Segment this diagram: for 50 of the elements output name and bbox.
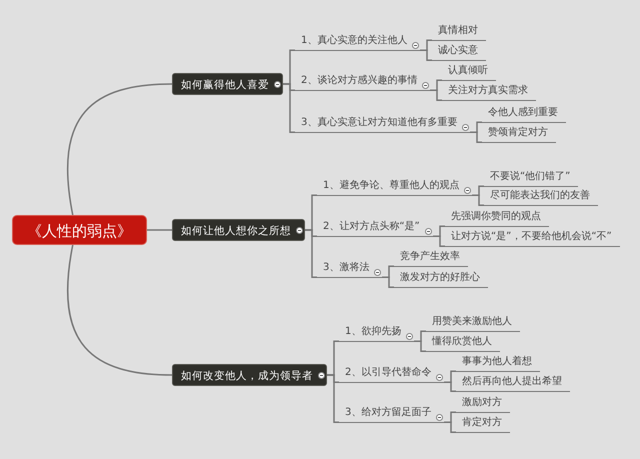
branch-underline xyxy=(295,34,420,51)
leaf-label: 先强调你赞同的观点 xyxy=(445,210,549,227)
leaf-label: 懂得欣赏他人 xyxy=(426,335,500,352)
branch-text: 3、激将法 xyxy=(323,262,370,273)
connector-line xyxy=(66,244,172,376)
branch-underline xyxy=(339,325,414,342)
branch-underline xyxy=(339,366,444,383)
branch-text: 1、欲抑先扬 xyxy=(345,326,402,337)
branch-text: 1、真心实意的关注他人 xyxy=(301,35,408,46)
topic-text: 如何改变他人，成为领导者 xyxy=(181,370,313,382)
leaf-label: 令他人感到重要 xyxy=(482,106,566,123)
leaf-label: 尽可能表达我们的友善 xyxy=(484,189,598,206)
topic-text: 如何让他人想你之所想 xyxy=(181,225,291,237)
leaf-label: 激励对方 xyxy=(456,396,510,413)
leaf-label: 真情相对 xyxy=(432,24,486,41)
topic-box xyxy=(172,364,327,386)
connector-line xyxy=(327,374,339,423)
branch-text: 2、谈论对方感兴趣的事情 xyxy=(301,75,418,86)
branch-text: 3、真心实意让对方知道他有多重要 xyxy=(301,117,458,128)
branch-underline xyxy=(295,74,430,91)
connector-line xyxy=(147,229,172,231)
leaf-label: 关注对方真实需求 xyxy=(442,84,536,101)
leaf-label: 肯定对方 xyxy=(456,416,510,433)
topic-box xyxy=(172,219,305,241)
leaf-label: 然后再向他人提出希望 xyxy=(456,375,570,392)
leaf-label: 激发对方的好胜心 xyxy=(394,271,488,288)
leaf-label: 认真倾听 xyxy=(442,64,496,81)
connector-line xyxy=(283,83,295,133)
leaf-label: 诚心实意 xyxy=(432,44,486,61)
branch-underline xyxy=(317,179,472,196)
branch-underline xyxy=(317,220,433,237)
branch-text: 3、给对方留足面子 xyxy=(345,407,432,418)
branch-text: 1、避免争论、尊重他人的观点 xyxy=(323,180,460,191)
topic-box xyxy=(172,73,283,95)
branch-underline xyxy=(339,406,444,423)
topic-text: 如何赢得他人喜爱 xyxy=(181,79,269,91)
branch-text: 2、以引导代替命令 xyxy=(345,367,432,378)
title-box: 《人性的弱点》 xyxy=(12,215,147,245)
leaf-label: 让对方说“是”，不要给他机会说“不” xyxy=(445,230,620,247)
connector-line xyxy=(305,229,317,278)
leaf-label: 用赞美来激励他人 xyxy=(426,315,520,332)
branch-underline xyxy=(317,261,382,278)
connector-line xyxy=(444,382,456,392)
leaf-label: 不要说“他们错了” xyxy=(484,170,578,187)
leaf-label: 竞争产生效率 xyxy=(394,250,468,267)
leaf-label: 赞颂肯定对方 xyxy=(482,126,556,143)
branch-text: 2、让对方点头称“是” xyxy=(323,221,420,232)
branch-underline xyxy=(295,116,470,133)
leaf-label: 事事为他人着想 xyxy=(456,355,540,372)
connector-line xyxy=(66,83,172,216)
